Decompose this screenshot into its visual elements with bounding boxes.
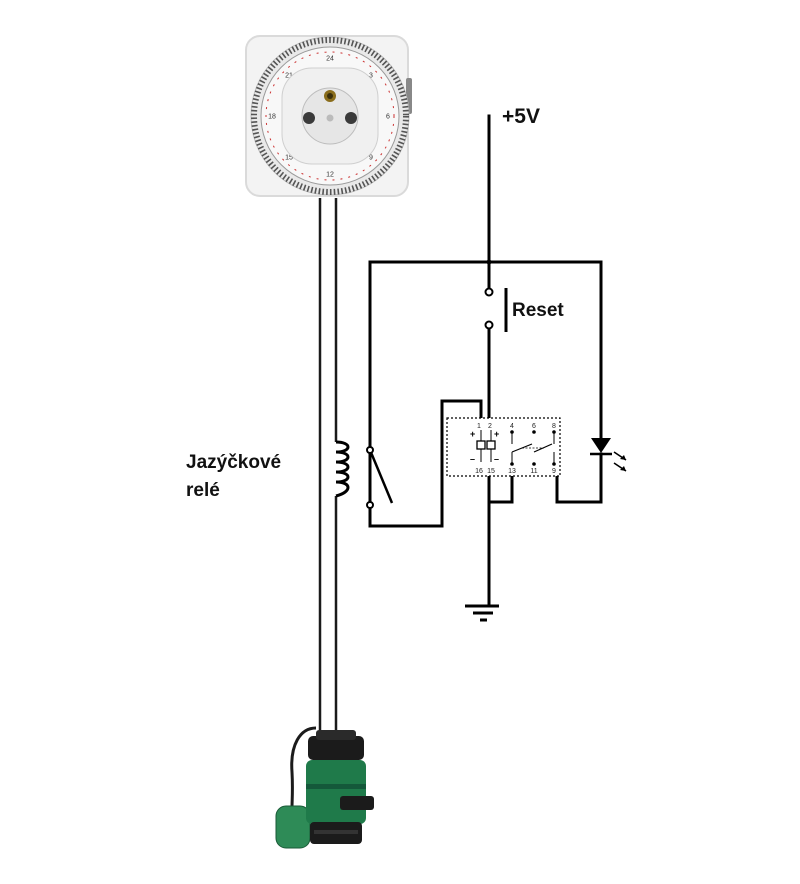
pump-cable [318, 198, 338, 730]
relay-pin-label: 11 [530, 468, 537, 475]
svg-text:–: – [470, 454, 475, 464]
reed-relay-label-line2: relé [186, 480, 220, 501]
reed-relay-label-line1: Jazýčkové [186, 452, 281, 473]
timer-dial-number: 9 [369, 155, 373, 162]
timer-dial-number: 3 [369, 73, 373, 80]
reset-label: Reset [512, 300, 564, 321]
circuit-wires [368, 114, 603, 606]
timer-dial-number: 21 [285, 73, 293, 80]
timer-dial-number: 18 [268, 114, 276, 121]
led-indicator [590, 438, 627, 472]
svg-text:+: + [470, 429, 475, 439]
relay-pin-label: 15 [487, 468, 495, 475]
submersible-pump [275, 726, 374, 849]
reed-relay-coil [335, 440, 350, 498]
timer-dial-number: 6 [386, 114, 390, 121]
timer-dial-number: 24 [326, 56, 334, 63]
relay-pin-label: 13 [508, 468, 516, 475]
timer-dial-number: 15 [285, 155, 293, 162]
reset-button [484, 287, 508, 332]
relay-pin-label: 16 [475, 468, 483, 475]
relay-pin-label: 2 [488, 423, 492, 430]
timer-dial-number: 12 [326, 172, 334, 179]
supply-label: +5V [502, 105, 540, 128]
relay-pin-label: 6 [532, 423, 536, 430]
relay-pin-label: 4 [510, 423, 514, 430]
relay-pin-label: 9 [552, 468, 556, 475]
svg-text:+: + [494, 429, 499, 439]
svg-text:–: – [494, 454, 499, 464]
ground-symbol [465, 604, 499, 622]
relay-pin-label: 1 [477, 423, 481, 430]
relay-pin-label: 8 [552, 423, 556, 430]
reed-switch [366, 446, 394, 509]
timer-socket: 24 3 6 9 12 15 18 21 [245, 35, 412, 197]
